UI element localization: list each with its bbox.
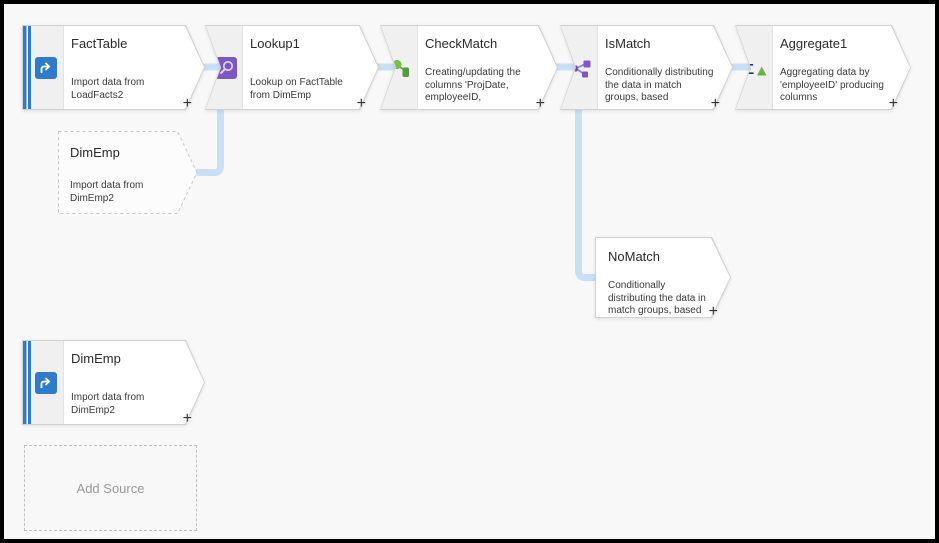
conditional-split-icon (570, 57, 592, 79)
node-dimemp-source[interactable]: DimEmp Import data from DimEmp2 + (22, 340, 205, 427)
node-description: Conditionally distributing the data in m… (605, 67, 714, 103)
node-description: Conditionally distributing the data in m… (608, 280, 706, 316)
lookup-icon (215, 57, 237, 79)
node-title: CheckMatch (425, 36, 498, 51)
ghost-node-shape (58, 131, 198, 214)
node-title: FactTable (71, 36, 128, 51)
node-plus-button[interactable]: + (182, 95, 192, 112)
add-source-button[interactable]: Add Source (24, 445, 197, 531)
node-plus-button[interactable]: + (356, 95, 366, 112)
node-title: NoMatch (608, 249, 661, 264)
selection-bars (23, 26, 31, 109)
node-plus-button[interactable]: + (182, 410, 192, 427)
node-dimemp-reference[interactable]: DimEmp Import data from DimEmp2 (58, 131, 198, 214)
node-description: Import data from DimEmp2 (71, 392, 145, 416)
node-title: DimEmp (70, 145, 120, 160)
source-icon (35, 372, 57, 394)
node-description: Import data from DimEmp2 (70, 180, 144, 204)
node-plus-button[interactable]: + (535, 95, 545, 112)
node-description: Import data from LoadFacts2 (71, 77, 145, 101)
node-nomatch[interactable]: NoMatch Conditionally distributing the d… (595, 237, 731, 320)
connector-dimemp-to-lookup1 (195, 98, 224, 176)
selection-bars (23, 341, 31, 424)
node-checkmatch[interactable]: CheckMatch Creating/updating the columns… (380, 25, 558, 112)
add-source-label: Add Source (76, 480, 145, 496)
node-title: IsMatch (605, 36, 651, 51)
node-title: Aggregate1 (780, 36, 848, 51)
aggregate-icon: Σ (745, 57, 767, 79)
node-description: Creating/updating the columns 'ProjDate,… (425, 67, 521, 103)
node-plus-button[interactable]: + (710, 95, 720, 112)
node-title: Lookup1 (250, 36, 300, 51)
source-icon (35, 57, 57, 79)
node-description: Aggregating data by 'employeeID' produci… (780, 67, 884, 103)
node-description: Lookup on FactTable from DimEmp (250, 77, 343, 101)
node-plus-button[interactable]: + (888, 95, 898, 112)
node-title: DimEmp (71, 351, 121, 366)
node-lookup1[interactable]: Lookup1 Lookup on FactTable from DimEmp … (205, 25, 379, 112)
node-facttable[interactable]: FactTable Import data from LoadFacts2 + (22, 25, 205, 112)
connector-ismatch-to-nomatch (575, 98, 596, 281)
node-plus-button[interactable]: + (708, 303, 718, 320)
node-ismatch[interactable]: IsMatch Conditionally distributing the d… (560, 25, 733, 112)
derived-column-icon (390, 57, 412, 79)
node-aggregate1[interactable]: Σ Aggregate1 Aggregating data by 'employ… (735, 25, 911, 112)
